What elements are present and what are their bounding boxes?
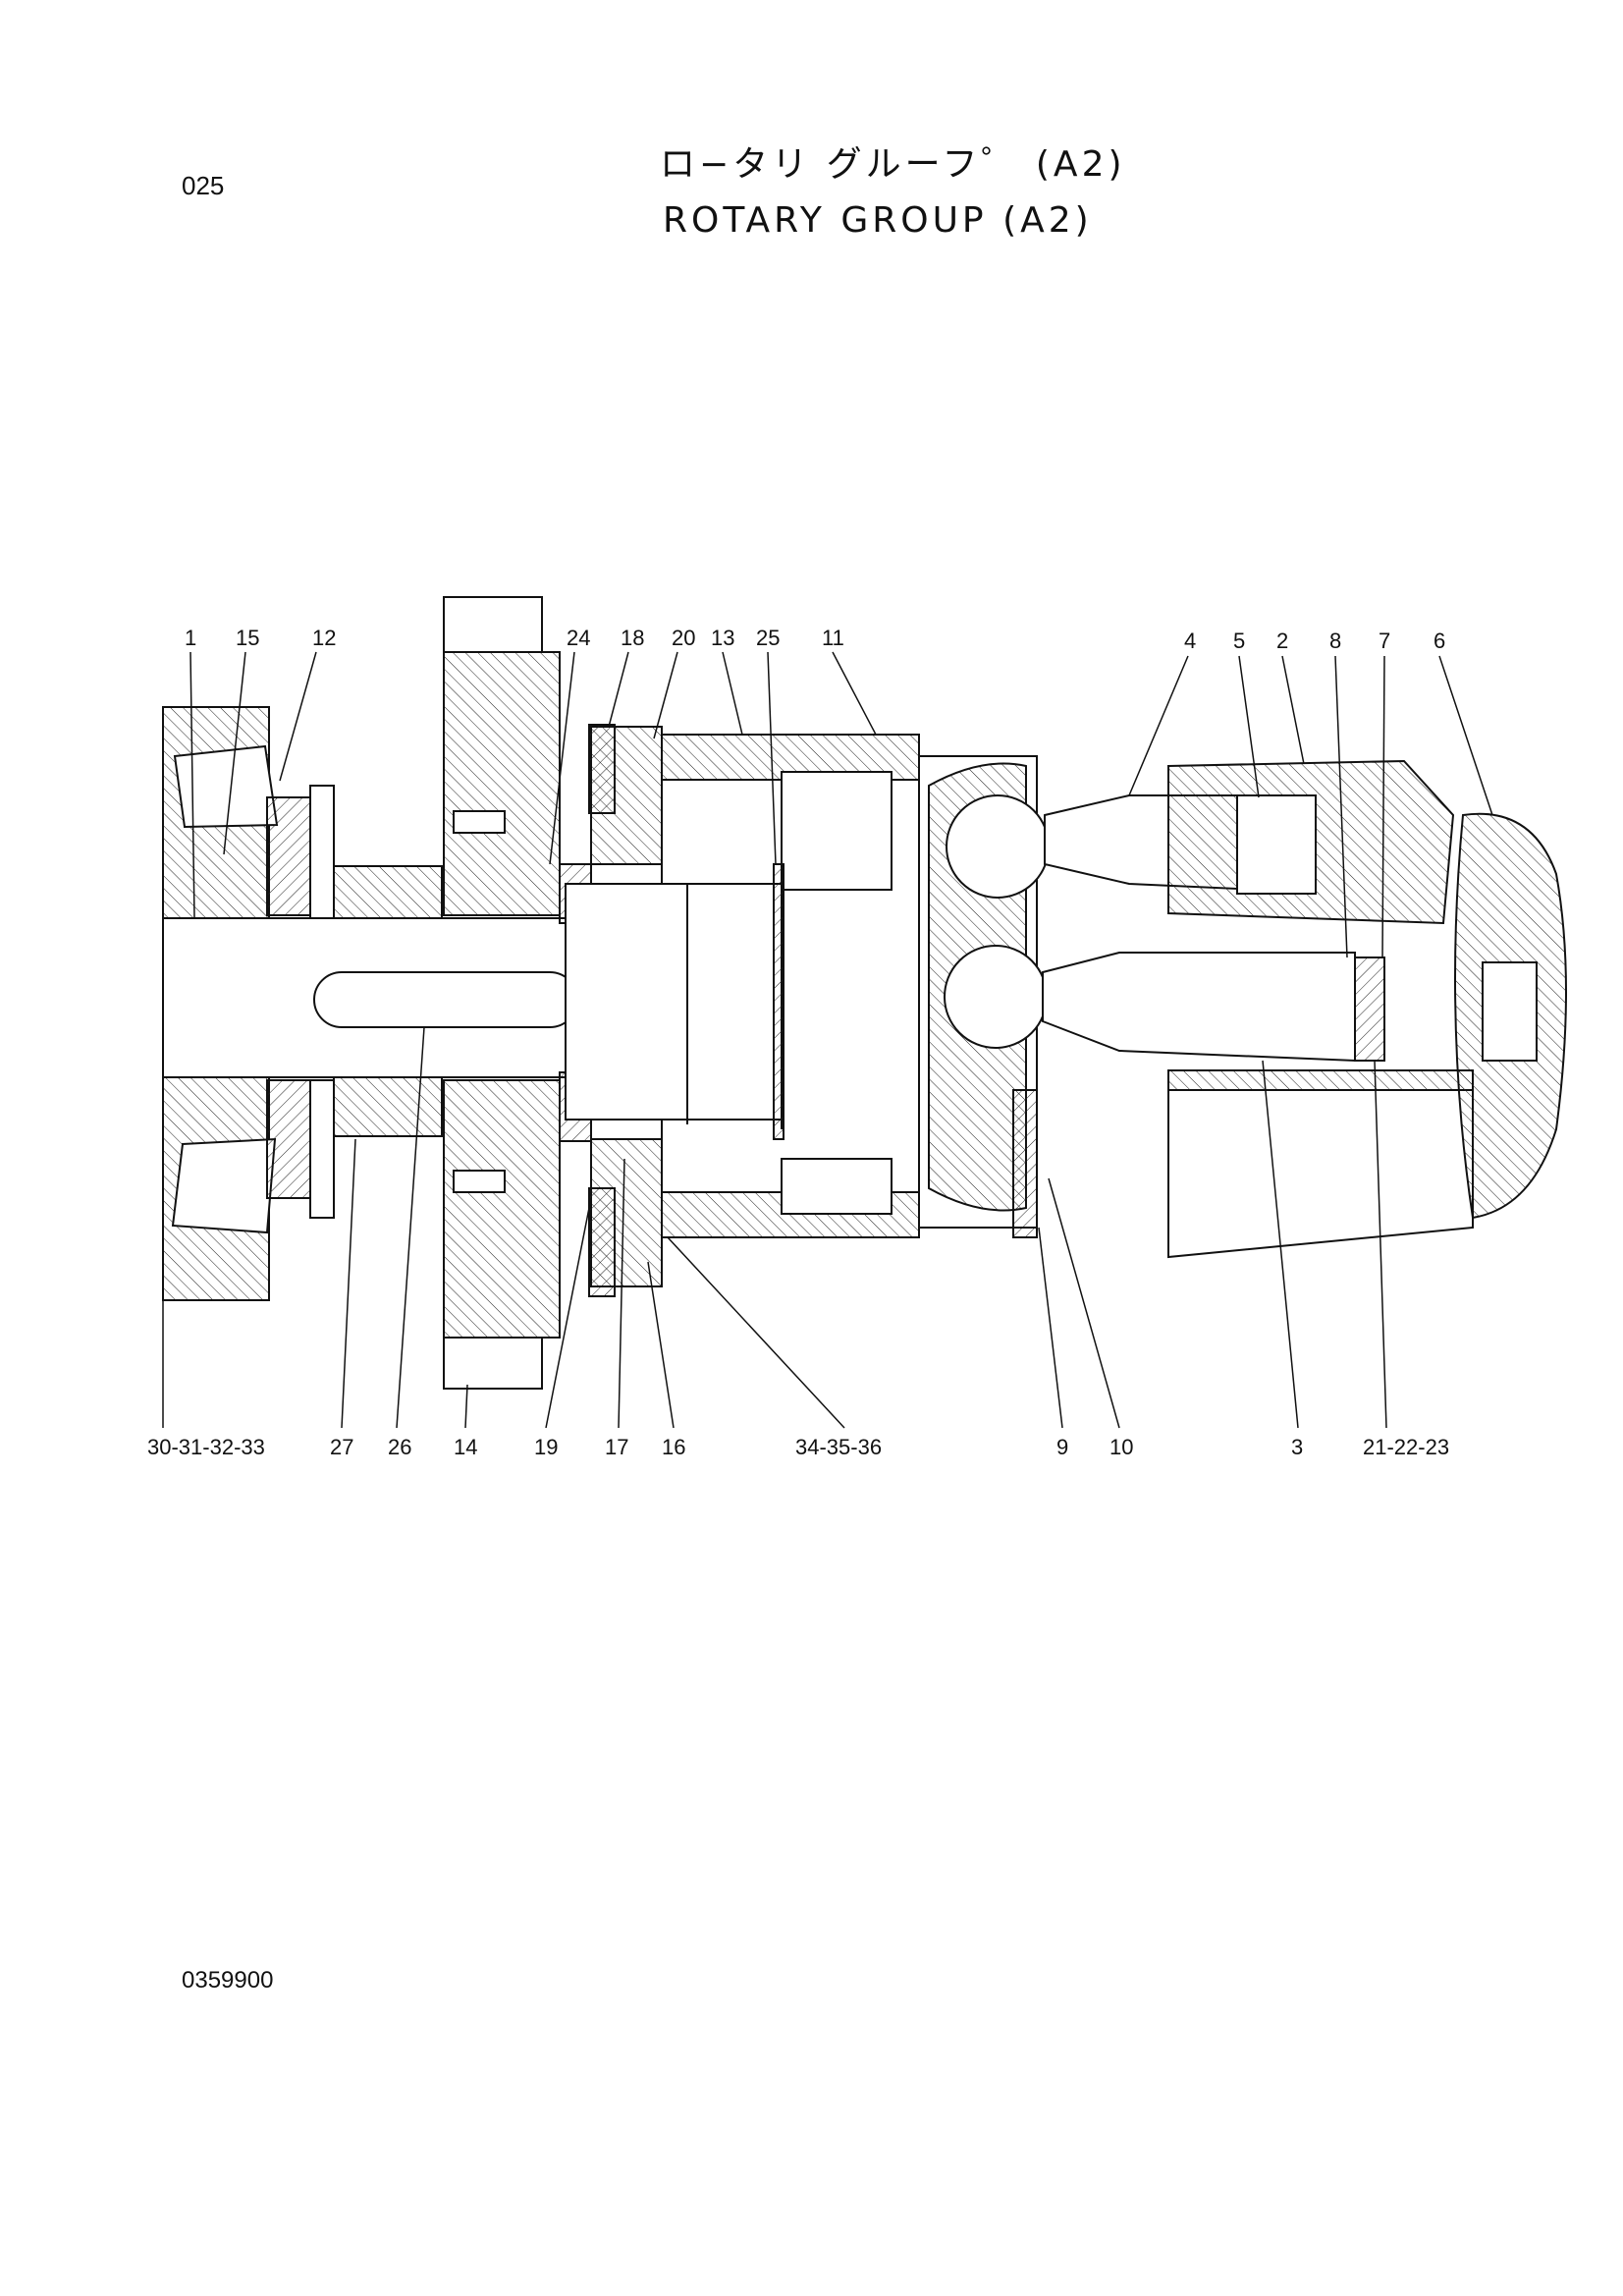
gear-lower (443, 1079, 561, 1339)
taper-bearing-upper (173, 744, 279, 829)
callout-top-12: 2 (1276, 629, 1288, 653)
leader-lines (162, 651, 1493, 1429)
callout-top-11: 5 (1233, 629, 1245, 653)
assembly-outline (162, 596, 1567, 1390)
callout-bottom-8: 34-35-36 (795, 1435, 882, 1459)
title-japanese: ロ−タリ グルーフ゜ (A2) (660, 144, 1126, 185)
callout-top-4: 24 (567, 626, 590, 650)
callout-top-2: 15 (236, 626, 259, 650)
callout-top-5: 18 (621, 626, 644, 650)
callout-bottom-7: 16 (662, 1435, 685, 1459)
piston-ball-upper (946, 794, 1050, 899)
callout-bottom-2: 27 (330, 1435, 353, 1459)
callout-bottom-11: 3 (1291, 1435, 1303, 1459)
callout-top-13: 8 (1329, 629, 1341, 653)
callout-top-15: 6 (1434, 629, 1445, 653)
callout-top-14: 7 (1379, 629, 1390, 653)
title-english: ROTARY GROUP (A2) (663, 200, 1093, 241)
document-code: 0359900 (182, 1967, 274, 1994)
callout-top-3: 12 (312, 626, 336, 650)
callout-bottom-4: 14 (454, 1435, 477, 1459)
callout-top-10: 4 (1184, 629, 1196, 653)
callout-bottom-1: 30-31-32-33 (147, 1435, 265, 1459)
callout-bottom-12: 21-22-23 (1363, 1435, 1449, 1459)
gear-tooth-bottom (443, 1337, 543, 1390)
piston-ball-lower (944, 945, 1048, 1049)
callout-bottom-10: 10 (1109, 1435, 1133, 1459)
spline-bore (565, 883, 783, 1121)
callout-top-1: 1 (185, 626, 196, 650)
gear-upper (443, 651, 561, 916)
piston-lower (1042, 952, 1356, 1063)
callout-top-7: 13 (711, 626, 734, 650)
housing-lower (1167, 1089, 1474, 1259)
callout-top-6: 20 (672, 626, 695, 650)
callout-top-9: 11 (822, 626, 844, 650)
page-number: 025 (182, 171, 225, 200)
callout-bottom-5: 19 (534, 1435, 558, 1459)
callout-bottom-6: 17 (605, 1435, 628, 1459)
callout-top-8: 25 (756, 626, 780, 650)
gear-tooth-top (443, 596, 543, 653)
callouts-bottom: 30-31-32-33 27 26 14 19 17 16 34-35-36 9… (147, 1435, 1449, 1459)
callouts-top: 1 15 12 24 18 20 13 25 11 4 5 2 8 7 6 (185, 626, 1445, 653)
callout-bottom-9: 9 (1056, 1435, 1068, 1459)
taper-bearing-lower (171, 1137, 277, 1234)
callout-bottom-3: 26 (388, 1435, 411, 1459)
shaft-keyway (313, 971, 578, 1028)
